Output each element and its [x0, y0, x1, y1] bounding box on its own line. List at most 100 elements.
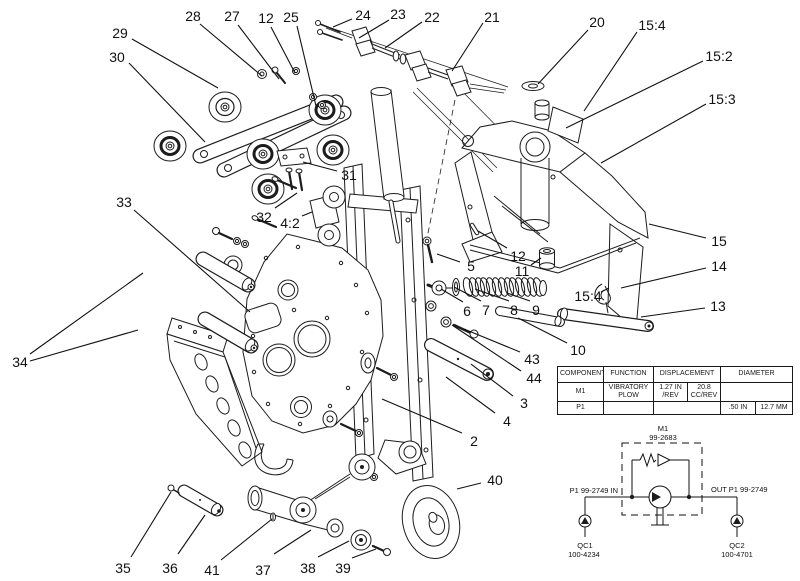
callout-23: 23 [390, 6, 406, 22]
leader-line-13 [640, 307, 706, 318]
leader-line-20 [537, 29, 589, 85]
side-bracket [166, 317, 294, 476]
cell-m1-disp-in: 1.27 IN /REV [653, 382, 688, 402]
callout-40: 40 [487, 472, 503, 488]
leader-line-34 [29, 329, 139, 362]
callout-9: 9 [532, 302, 540, 318]
leader-line-43 [463, 328, 521, 353]
leader-line-3 [470, 363, 514, 397]
cell-m1-disp-cc: 20.8 CC/REV [687, 382, 721, 402]
schematic-qc1-id: QC1 [577, 541, 592, 550]
schematic-motor-id: M1 [658, 424, 668, 433]
callout-6: 6 [463, 303, 471, 319]
callout-10: 10 [570, 342, 586, 358]
leader-line-14 [620, 267, 707, 289]
callout-43: 43 [524, 351, 540, 367]
pin-36 [177, 484, 224, 517]
callout-38: 38 [300, 560, 316, 576]
leader-line-33 [133, 209, 251, 313]
callout-37: 37 [255, 562, 271, 578]
leader-line-15-4 [583, 31, 638, 112]
relief-spring-symbol [639, 452, 657, 468]
leader-line-29 [131, 38, 219, 89]
leader-line-9 [506, 292, 531, 302]
leader-line-30 [128, 62, 206, 143]
leader-line-4-2 [301, 211, 313, 217]
leader-line-2 [381, 398, 463, 434]
rocker-arm-assembly [167, 439, 461, 559]
spring-assembly [422, 236, 547, 339]
callout-30: 30 [109, 49, 125, 65]
callout-5: 5 [467, 258, 475, 274]
leader-line-34 [29, 272, 144, 355]
leader-line-44 [451, 324, 522, 372]
callout-8: 8 [510, 302, 518, 318]
leader-line-41 [220, 518, 273, 561]
callout-15-3: 15:3 [708, 91, 735, 107]
clamp-linkage [315, 20, 507, 97]
washer-7 [452, 278, 460, 296]
leader-line-11 [530, 257, 542, 266]
callout-41: 41 [204, 562, 220, 578]
isolator-mounts [251, 176, 346, 247]
callout-22: 22 [424, 9, 440, 25]
spec-row-m1: M1 VIBRATORY PLOW 1.27 IN /REV 20.8 CC/R… [557, 382, 794, 402]
leader-line-8 [474, 288, 510, 302]
leader-line-40 [456, 482, 482, 490]
leader-line-27 [237, 24, 280, 80]
callout-24: 24 [355, 7, 371, 23]
col-header-displacement: DISPLACEMENT [653, 366, 721, 383]
leader-line-15-2 [565, 60, 704, 129]
cell-p1-dia-mm: 12.7 MM [754, 401, 794, 415]
spring-coil-8-9 [461, 276, 545, 298]
leader-line-4 [445, 376, 496, 414]
schematic-in-label: P1 99-2749 IN [570, 486, 618, 495]
callout-11: 11 [515, 263, 530, 279]
col-header-diameter: DIAMETER [719, 366, 794, 383]
col-header-component: COMPONENT [557, 366, 604, 383]
callout-32: 32 [256, 209, 272, 225]
leader-line-37 [273, 529, 312, 555]
cell-p1-function [603, 401, 654, 415]
main-frame-plate [212, 227, 398, 437]
callout-31: 31 [341, 167, 357, 183]
leader-line-22 [384, 21, 423, 49]
callout-4-2: 4:2 [280, 215, 300, 231]
callout-28: 28 [185, 8, 201, 24]
grease-fitting-35 [167, 484, 180, 494]
leader-line-25 [296, 25, 317, 107]
check-valve-symbol [657, 453, 672, 467]
cell-m1-diameter [719, 382, 794, 402]
bolt-39 [383, 548, 391, 556]
spec-table-header-row: COMPONENT FUNCTION DISPLACEMENT DIAMETER [557, 366, 794, 383]
leader-line-24 [332, 18, 353, 28]
callout-13: 13 [710, 298, 726, 314]
leader-line-6 [440, 288, 464, 303]
callout-14: 14 [711, 258, 727, 274]
leader-line-28 [199, 23, 263, 77]
callout-29: 29 [112, 25, 128, 41]
spec-table: COMPONENT FUNCTION DISPLACEMENT DIAMETER… [557, 366, 794, 415]
spec-row-p1: P1 .50 IN 12.7 MM [557, 401, 794, 415]
cell-m1-function: VIBRATORY PLOW [603, 382, 654, 402]
leader-line-21 [451, 22, 484, 72]
callout-25: 25 [283, 9, 299, 25]
callout-12: 12 [510, 248, 526, 264]
callout-21: 21 [484, 9, 500, 25]
leader-line-5 [436, 253, 461, 263]
callout-7: 7 [482, 302, 490, 318]
schematic-qc1-part: 100-4234 [568, 550, 600, 559]
cell-p1-dia-in: .50 IN [720, 401, 756, 415]
roller-carrier-assembly [152, 91, 352, 206]
cell-m1-component: M1 [557, 382, 604, 402]
mount-plate-31 [276, 147, 312, 167]
col-header-function: FUNCTION [603, 366, 654, 383]
leader-line-15 [648, 223, 707, 239]
callout-15: 15 [711, 233, 727, 249]
callout-34: 34 [12, 354, 28, 370]
mast-tube [370, 87, 405, 244]
callout-15-4: 15:4 [574, 288, 601, 304]
leader-line-31 [302, 161, 338, 172]
